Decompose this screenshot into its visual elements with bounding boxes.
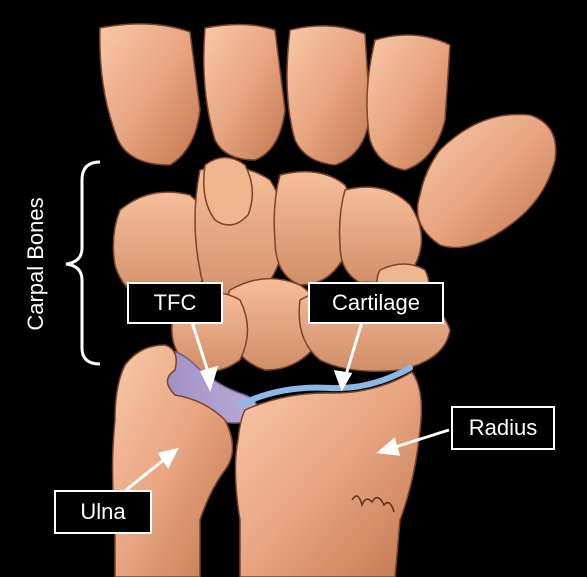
cartilage-arrow [343,321,364,379]
pointer-arrows [125,321,450,492]
ulna-label: Ulna [54,490,152,534]
triquetrum [203,156,254,226]
trapezoid [273,170,354,286]
radius-arrow [391,428,450,450]
metacarpal-2 [203,23,286,161]
metacarpal-4 [366,34,451,171]
tfc-label: TFC [127,282,223,324]
cartilage-label: Cartilage [308,282,444,324]
carpal-bones-text: Carpal Bones [23,197,48,331]
carpal-bones [112,156,451,373]
radius-bone [234,371,423,577]
radius-label: Radius [451,406,555,450]
artist-signature [351,495,395,513]
metacarpal-5 [416,113,557,249]
cartilage-layer [237,365,413,408]
metacarpal-bones [99,23,557,249]
carpal-bracket [65,160,101,366]
metacarpal-1 [99,23,201,166]
ulna-arrow [125,456,167,492]
tfc-arrow [190,321,212,379]
metacarpal-3 [286,25,371,166]
